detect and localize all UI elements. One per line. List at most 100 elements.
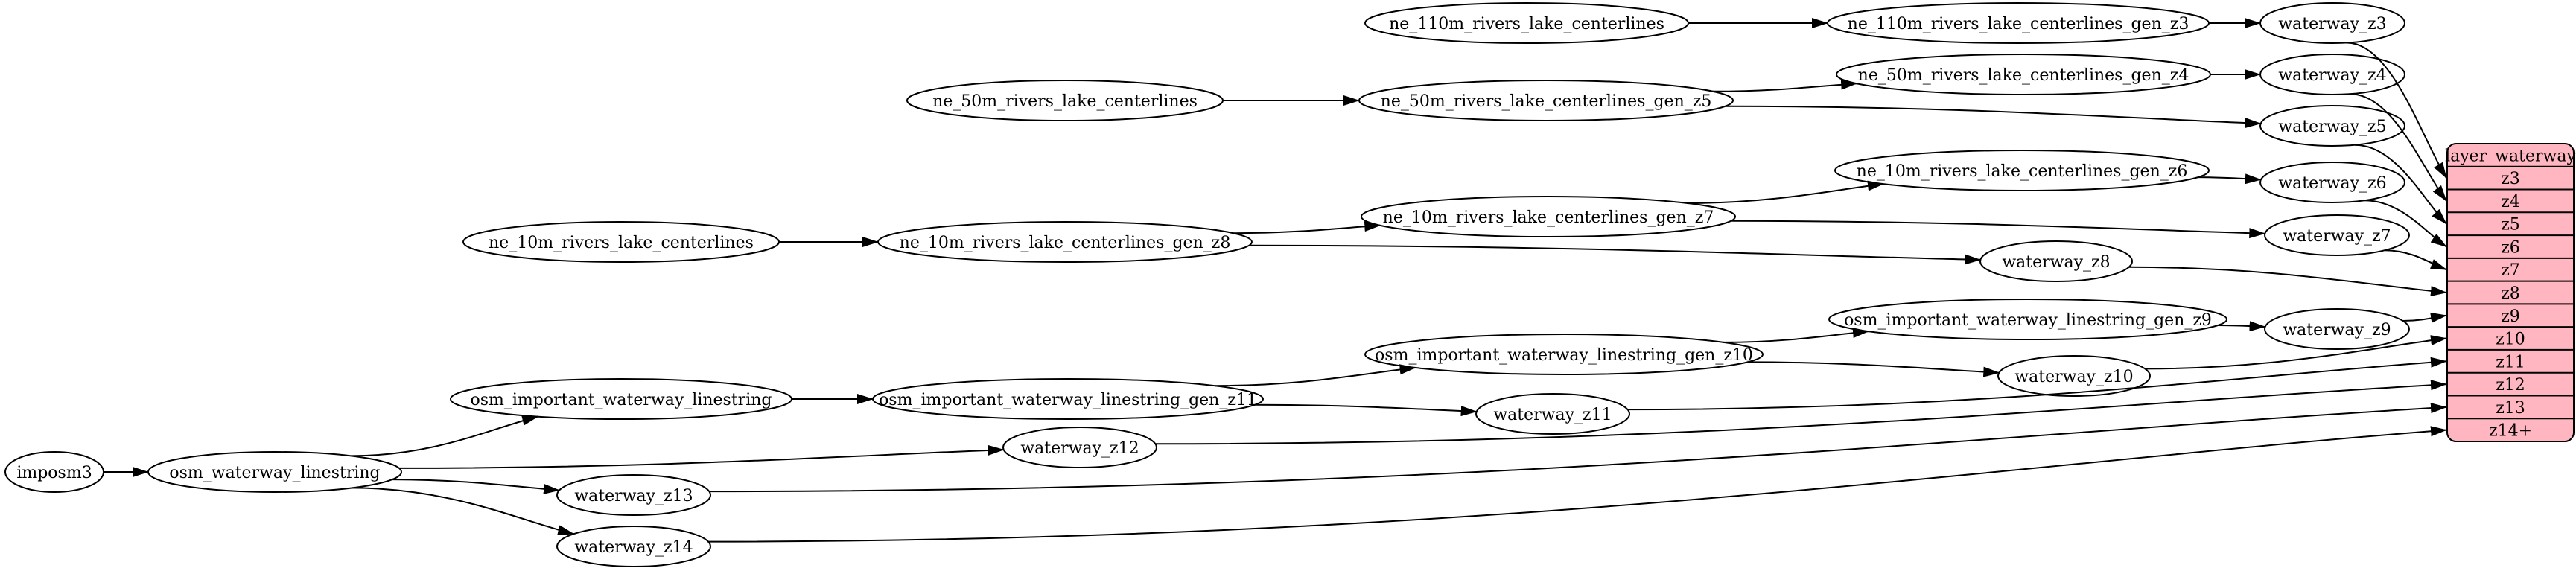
record-row-z7: z7 — [2501, 261, 2520, 280]
record-layer_waterway: layer_waterwayz3z4z5z6z7z8z9z10z11z12z13… — [2445, 143, 2576, 443]
node-osm_waterway_linestring: osm_waterway_linestring — [147, 451, 402, 493]
node-label-waterway_z9: waterway_z9 — [2283, 321, 2391, 339]
edge-ne_50m_rivers_lake_centerlines_gen_z5-to-waterway_z5 — [1725, 105, 2262, 129]
node-label-ne_50m_rivers_lake_centerlines_gen_z4: ne_50m_rivers_lake_centerlines_gen_z4 — [1858, 66, 2189, 85]
edge-ne_10m_rivers_lake_centerlines_gen_z6-to-waterway_z6 — [2198, 173, 2262, 185]
record-row-z4: z4 — [2501, 193, 2520, 211]
node-ellipse-ne_10m_rivers_lake_centerlines_gen_z7 — [1361, 196, 1736, 237]
node-label-waterway_z4: waterway_z4 — [2278, 66, 2386, 85]
node-waterway_z14: waterway_z14 — [556, 526, 711, 567]
node-ne_50m_rivers_lake_centerlines_gen_z5: ne_50m_rivers_lake_centerlines_gen_z5 — [1358, 80, 1734, 121]
record-row-z9: z9 — [2501, 307, 2520, 326]
node-waterway_z4: waterway_z4 — [2259, 54, 2405, 95]
node-ne_50m_rivers_lake_centerlines: ne_50m_rivers_lake_centerlines — [906, 80, 1224, 121]
edge-waterway_z14-to-layer_waterway-z14+ — [707, 426, 2447, 543]
node-ne_10m_rivers_lake_centerlines_gen_z8: ne_10m_rivers_lake_centerlines_gen_z8 — [877, 221, 1253, 263]
node-osm_important_waterway_linestring_gen_z9: osm_important_waterway_linestring_gen_z9 — [1828, 299, 2227, 340]
edge-waterway_z3-to-layer_waterway-z3 — [2347, 42, 2447, 179]
edge-osm_important_waterway_linestring_gen_z10-to-waterway_z10 — [1747, 361, 2000, 377]
node-ellipse-waterway_z13 — [556, 474, 711, 516]
edge-waterway_z9-to-layer_waterway-z9 — [2402, 312, 2447, 323]
node-label-waterway_z14: waterway_z14 — [574, 538, 693, 557]
node-label-ne_10m_rivers_lake_centerlines_gen_z8: ne_10m_rivers_lake_centerlines_gen_z8 — [900, 234, 1231, 252]
node-waterway_z7: waterway_z7 — [2264, 214, 2410, 256]
edge-waterway_z13-to-layer_waterway-z13 — [709, 403, 2447, 493]
node-label-imposm3: imposm3 — [16, 464, 92, 482]
node-ne_50m_rivers_lake_centerlines_gen_z4: ne_50m_rivers_lake_centerlines_gen_z4 — [1836, 54, 2211, 95]
node-label-ne_110m_rivers_lake_centerlines: ne_110m_rivers_lake_centerlines — [1389, 15, 1664, 33]
node-label-waterway_z7: waterway_z7 — [2283, 227, 2391, 246]
node-label-ne_10m_rivers_lake_centerlines: ne_10m_rivers_lake_centerlines — [489, 234, 754, 252]
edge-waterway_z12-to-layer_waterway-z12 — [1155, 380, 2447, 445]
record-row-z5: z5 — [2501, 216, 2520, 234]
record-row-z14+: z14+ — [2489, 422, 2532, 441]
node-label-waterway_z3: waterway_z3 — [2278, 15, 2386, 33]
record-row-z6: z6 — [2501, 238, 2520, 257]
edge-osm_waterway_linestring-to-waterway_z14 — [352, 487, 575, 535]
edge-ne_10m_rivers_lake_centerlines_gen_z8-to-ne_10m_rivers_lake_centerlines_gen_z7 — [1233, 221, 1381, 234]
node-waterway_z6: waterway_z6 — [2259, 162, 2405, 203]
node-osm_important_waterway_linestring_gen_z10: osm_important_waterway_linestring_gen_z1… — [1364, 334, 1764, 375]
node-waterway_z13: waterway_z13 — [556, 474, 711, 516]
node-waterway_z12: waterway_z12 — [1002, 427, 1157, 468]
node-label-waterway_z13: waterway_z13 — [574, 487, 693, 505]
node-waterway_z9: waterway_z9 — [2264, 308, 2410, 350]
node-label-waterway_z12: waterway_z12 — [1020, 439, 1139, 458]
edge-waterway_z5-to-layer_waterway-z5 — [2354, 144, 2447, 225]
node-waterway_z8: waterway_z8 — [1979, 240, 2133, 282]
node-osm_important_waterway_linestring_gen_z11: osm_important_waterway_linestring_gen_z1… — [872, 378, 1264, 420]
record-row-z13: z13 — [2496, 399, 2525, 418]
edge-osm_important_waterway_linestring_gen_z11-to-osm_important_waterway_linestring_gen_z10 — [1215, 364, 1416, 387]
edge-osm_important_waterway_linestring_gen_z9-to-waterway_z9 — [2217, 321, 2266, 332]
record-row-z10: z10 — [2496, 331, 2525, 349]
node-waterway_z11: waterway_z11 — [1475, 393, 1630, 435]
record-body — [2446, 143, 2575, 443]
edge-waterway_z10-to-layer_waterway-z10 — [2145, 335, 2447, 370]
edge-osm_important_waterway_linestring_gen_z11-to-waterway_z11 — [1255, 403, 1478, 417]
edge-waterway_z7-to-layer_waterway-z7 — [2385, 249, 2447, 271]
edge-osm_important_waterway_linestring_gen_z10-to-osm_important_waterway_linestring_gen_z9 — [1723, 328, 1869, 343]
edge-waterway_z6-to-layer_waterway-z6 — [2364, 200, 2447, 248]
node-label-ne_50m_rivers_lake_centerlines: ne_50m_rivers_lake_centerlines — [932, 92, 1198, 111]
record-row-z8: z8 — [2501, 284, 2520, 303]
node-osm_important_waterway_linestring: osm_important_waterway_linestring — [450, 378, 792, 420]
node-label-ne_110m_rivers_lake_centerlines_gen_z3: ne_110m_rivers_lake_centerlines_gen_z3 — [1848, 15, 2189, 33]
node-label-osm_waterway_linestring: osm_waterway_linestring — [169, 464, 380, 482]
record-row-z12: z12 — [2496, 376, 2525, 395]
edge-ne_10m_rivers_lake_centerlines_gen_z7-to-ne_10m_rivers_lake_centerlines_gen_z6 — [1686, 180, 1884, 204]
node-waterway_z10: waterway_z10 — [1997, 355, 2151, 397]
node-imposm3: imposm3 — [4, 451, 104, 493]
node-ne_110m_rivers_lake_centerlines_gen_z3: ne_110m_rivers_lake_centerlines_gen_z3 — [1827, 2, 2210, 44]
node-ellipse-ne_10m_rivers_lake_centerlines_gen_z6 — [1834, 150, 2210, 191]
node-label-waterway_z5: waterway_z5 — [2278, 118, 2386, 136]
node-waterway_z5: waterway_z5 — [2259, 105, 2405, 147]
node-ellipse-osm_important_waterway_linestring_gen_z9 — [1828, 299, 2227, 340]
edge-osm_waterway_linestring-to-osm_important_waterway_linestring — [351, 415, 539, 457]
record-row-z11: z11 — [2496, 353, 2525, 371]
edge-osm_waterway_linestring-to-waterway_z12 — [398, 444, 1005, 469]
node-ne_110m_rivers_lake_centerlines: ne_110m_rivers_lake_centerlines — [1364, 2, 1689, 44]
node-ne_10m_rivers_lake_centerlines_gen_z7: ne_10m_rivers_lake_centerlines_gen_z7 — [1361, 196, 1736, 237]
node-label-ne_10m_rivers_lake_centerlines_gen_z7: ne_10m_rivers_lake_centerlines_gen_z7 — [1383, 208, 1714, 227]
edge-waterway_z11-to-layer_waterway-z11 — [1627, 357, 2447, 411]
edge-ne_10m_rivers_lake_centerlines_gen_z8-to-waterway_z8 — [1248, 244, 1982, 265]
node-label-waterway_z10: waterway_z10 — [2014, 368, 2133, 386]
node-ellipse-waterway_z14 — [556, 526, 711, 567]
node-label-waterway_z11: waterway_z11 — [1493, 406, 1612, 424]
edge-waterway_z8-to-layer_waterway-z8 — [2128, 266, 2447, 296]
node-label-ne_10m_rivers_lake_centerlines_gen_z6: ne_10m_rivers_lake_centerlines_gen_z6 — [1857, 162, 2188, 181]
node-label-waterway_z8: waterway_z8 — [2002, 253, 2110, 272]
node-ne_10m_rivers_lake_centerlines_gen_z6: ne_10m_rivers_lake_centerlines_gen_z6 — [1834, 150, 2210, 191]
edge-ne_10m_rivers_lake_centerlines_gen_z7-to-waterway_z7 — [1731, 220, 2266, 239]
node-ne_10m_rivers_lake_centerlines: ne_10m_rivers_lake_centerlines — [462, 221, 780, 263]
edge-waterway_z4-to-layer_waterway-z4 — [2350, 93, 2447, 202]
edge-ne_50m_rivers_lake_centerlines_gen_z5-to-ne_50m_rivers_lake_centerlines_gen_z4 — [1712, 79, 1858, 92]
node-waterway_z3: waterway_z3 — [2259, 2, 2405, 44]
node-label-waterway_z6: waterway_z6 — [2278, 174, 2386, 193]
node-ellipse-osm_important_waterway_linestring_gen_z10 — [1364, 334, 1764, 375]
edge-osm_waterway_linestring-to-waterway_z13 — [392, 479, 560, 494]
node-label-osm_important_waterway_linestring_gen_z10: osm_important_waterway_linestring_gen_z1… — [1375, 346, 1753, 365]
node-label-ne_50m_rivers_lake_centerlines_gen_z5: ne_50m_rivers_lake_centerlines_gen_z5 — [1381, 92, 1712, 111]
